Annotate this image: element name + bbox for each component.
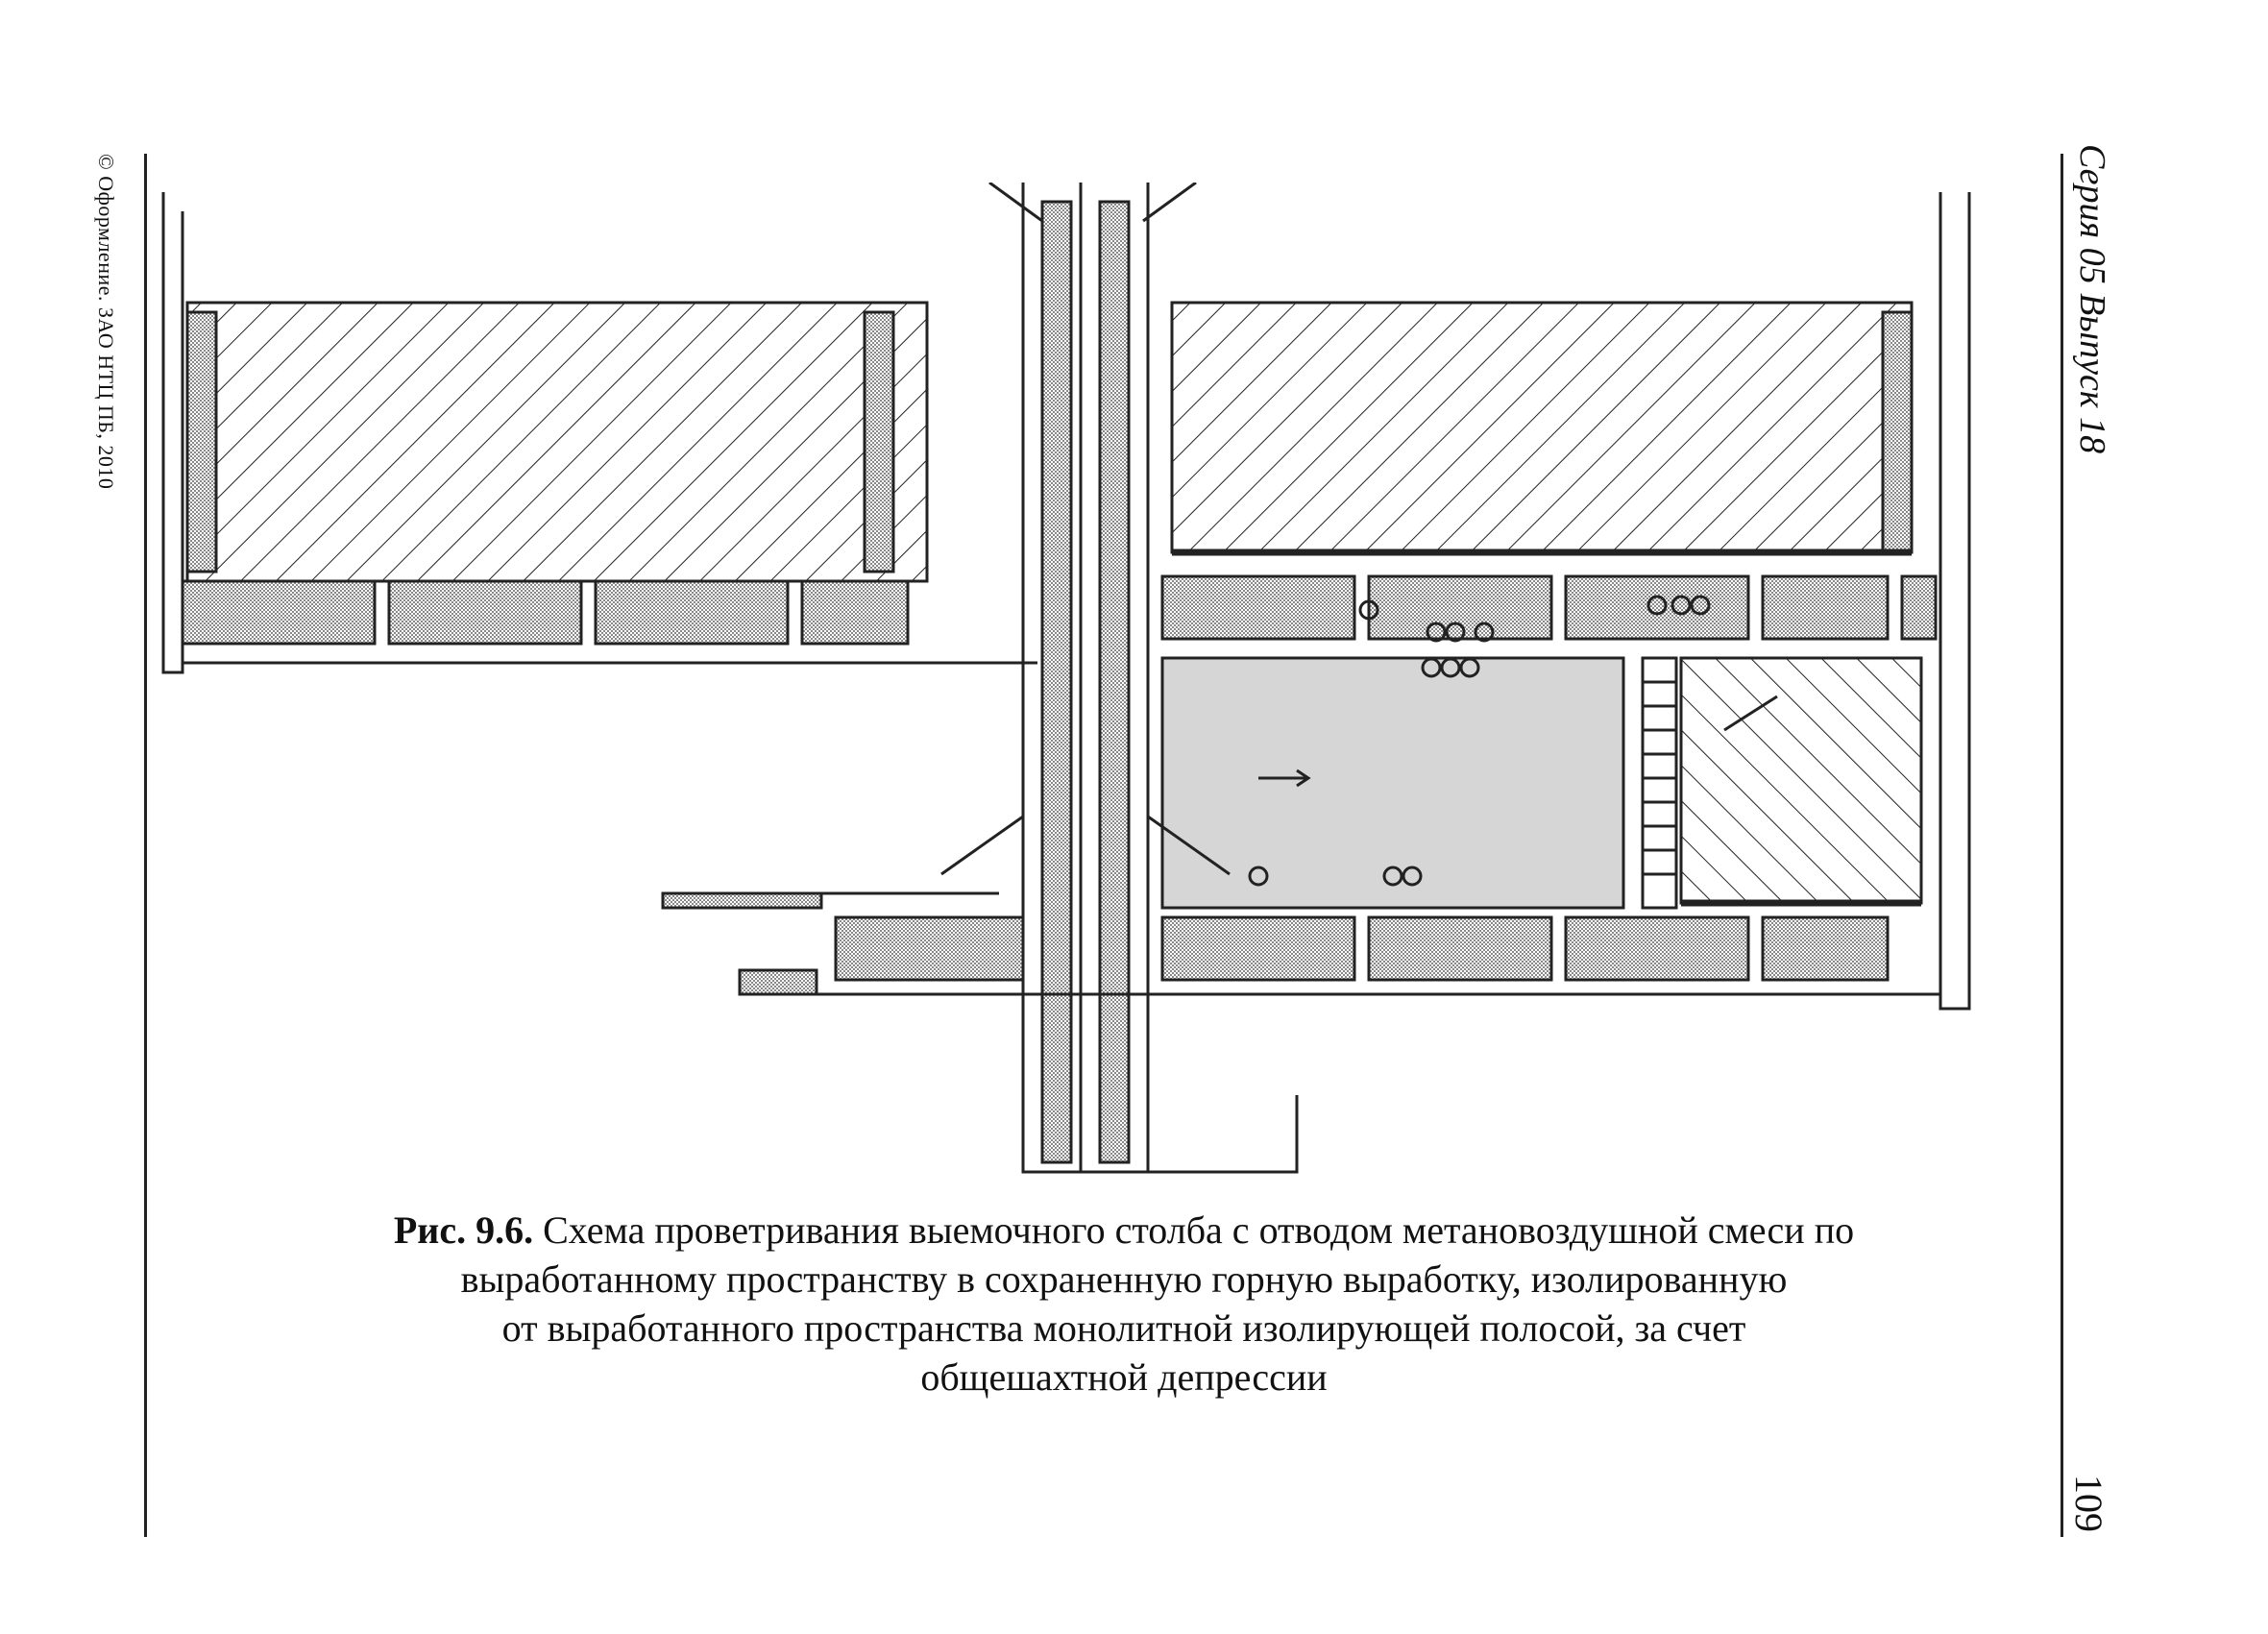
caption-text-1: Схема проветривания выемочного столба с … [543,1208,1855,1252]
series-title: Серия 05 Выпуск 18 [2065,144,2123,528]
caption-line-1: Рис. 9.6. Схема проветривания выемочного… [221,1206,2027,1255]
ventilation-diagram [161,183,1971,1174]
page-number-text: 109 [2067,1475,2110,1532]
copyright-text: © Оформление. ЗАО НТЦ ПБ, 2010 [94,154,118,490]
copyright-note: © Оформление. ЗАО НТЦ ПБ, 2010 [91,154,130,596]
figure-label: Рис. 9.6. [393,1208,534,1252]
series-text: Серия 05 Выпуск 18 [2072,144,2112,454]
page-number: 109 [2065,1475,2123,1551]
caption-line-3: от выработанного пространства монолитной… [501,1306,1746,1350]
left-margin-rule [144,154,147,1537]
caption-line-2: выработанному пространству в сохраненную… [460,1257,1788,1301]
figure-caption: Рис. 9.6. Схема проветривания выемочного… [221,1206,2027,1402]
caption-line-4: общешахтной депрессии [920,1355,1328,1399]
right-margin-rule [2061,154,2063,1537]
mine-workings [161,183,1971,1174]
